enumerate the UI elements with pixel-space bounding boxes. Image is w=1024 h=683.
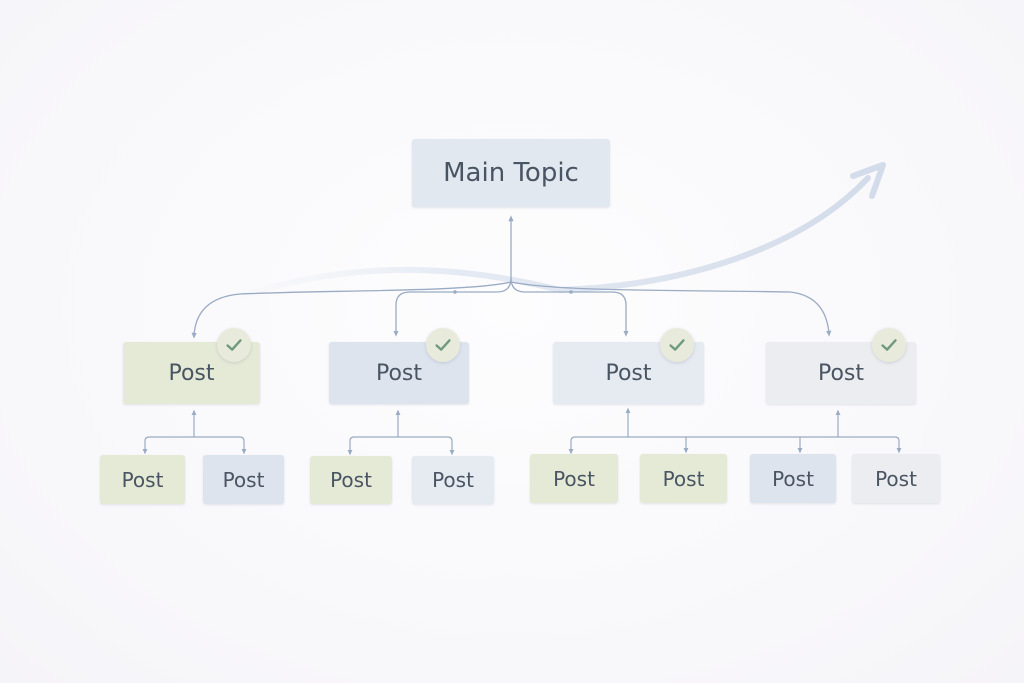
checkmark-icon	[660, 328, 694, 362]
subpost-node-3[interactable]: Post	[310, 456, 392, 504]
post-label: Post	[605, 360, 652, 386]
subpost-label: Post	[553, 466, 595, 491]
main-topic-node[interactable]: Main Topic	[412, 139, 610, 207]
subpost-node-2[interactable]: Post	[203, 455, 284, 504]
main-topic-label: Main Topic	[443, 158, 579, 188]
subpost-node-6[interactable]: Post	[640, 454, 727, 503]
post-label: Post	[817, 360, 865, 386]
post34-connectors	[568, 407, 902, 455]
checkmark-icon	[426, 328, 460, 362]
subpost-node-5[interactable]: Post	[530, 454, 618, 503]
post1-connectors	[142, 409, 247, 455]
post2-connectors	[347, 409, 455, 456]
checkmark-icon	[872, 328, 906, 362]
subpost-label: Post	[772, 466, 814, 491]
subpost-label: Post	[662, 466, 705, 491]
post-node-1[interactable]: Post	[123, 328, 260, 404]
post-node-2[interactable]: Post	[329, 328, 469, 404]
subpost-label: Post	[432, 468, 474, 492]
post-node-3[interactable]: Post	[553, 328, 704, 404]
checkmark-icon	[217, 328, 251, 362]
post-node-4[interactable]: Post	[766, 328, 916, 404]
post-label: Post	[168, 360, 215, 386]
subpost-label: Post	[875, 466, 917, 491]
subpost-node-7[interactable]: Post	[750, 454, 836, 503]
root-connectors	[191, 215, 832, 339]
subpost-label: Post	[330, 468, 372, 492]
subpost-node-1[interactable]: Post	[100, 455, 185, 504]
post-label: Post	[375, 360, 423, 386]
subpost-label: Post	[121, 467, 164, 492]
subpost-node-4[interactable]: Post	[412, 456, 494, 504]
subpost-node-8[interactable]: Post	[852, 454, 940, 503]
subpost-label: Post	[222, 467, 265, 492]
trend-arrow-icon	[227, 162, 886, 303]
